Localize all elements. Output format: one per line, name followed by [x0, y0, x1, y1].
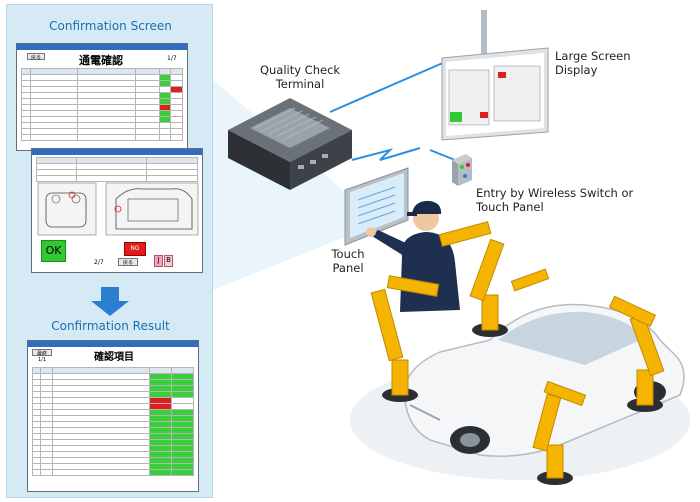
large-display-icon: [441, 10, 549, 141]
ng-button[interactable]: NG: [124, 242, 146, 256]
result-table: [31, 367, 195, 476]
label-line: Touch Panel: [476, 200, 544, 214]
info-table: [36, 157, 198, 182]
wireless-link-switch: [429, 149, 456, 161]
touch-panel-label: Touch Panel: [318, 247, 378, 275]
wireless-switch-icon: [452, 154, 472, 186]
car-drawings: [37, 182, 199, 236]
back-button[interactable]: 戻る: [118, 258, 138, 266]
label-line: Entry by Wireless Switch or: [476, 186, 634, 200]
entry-label: Entry by Wireless Switch or Touch Panel: [476, 186, 633, 214]
terminal-icon: [228, 98, 352, 190]
down-arrow-icon: [91, 287, 129, 316]
large-screen-display-label: Large Screen Display: [555, 49, 631, 77]
page-indicator: 1/7: [167, 55, 177, 62]
page-indicator: 2/7: [94, 259, 104, 266]
result-window: 最終 1/1 確認項目: [27, 340, 199, 492]
window-titlebar: [28, 341, 198, 347]
label-line: Display: [555, 63, 598, 77]
label-line: Panel: [332, 261, 364, 275]
wireless-link-display: [329, 61, 446, 113]
wireless-link-icon: [351, 147, 421, 161]
confirmation-screen-title: Confirmation Screen: [49, 19, 172, 33]
tag-j: J: [154, 255, 163, 267]
back-button[interactable]: 最終 1/1: [32, 349, 52, 363]
label-line: Terminal: [275, 77, 325, 91]
label-line: Quality Check: [259, 63, 341, 77]
result-title: 確認項目: [94, 352, 134, 363]
confirmation-screen-window: 戻る 通電確認 1/7: [16, 43, 188, 151]
label-line: Large Screen: [555, 49, 631, 63]
screen-title: 通電確認: [79, 54, 123, 67]
ok-button[interactable]: OK: [41, 240, 66, 262]
window-titlebar: [32, 149, 202, 155]
confirmation-result-title: Confirmation Result: [51, 319, 170, 333]
label-line: Touch: [331, 247, 365, 261]
back-button[interactable]: 戻る: [27, 53, 45, 61]
diagram-screen-window: OK NG 2/7 戻る J B: [31, 148, 203, 273]
quality-check-terminal-label: Quality Check Terminal: [245, 63, 355, 91]
check-table: [20, 68, 183, 141]
robot-arm-icon: [370, 275, 440, 402]
car-icon: [403, 303, 685, 457]
left-panel: Confirmation Screen 戻る 通電確認 1/7: [6, 4, 213, 498]
robot-arm-icon: [438, 221, 550, 337]
touch-panel-icon: [344, 167, 409, 246]
tag-b: B: [164, 255, 173, 267]
robot-arm-icon: [608, 295, 665, 412]
window-titlebar: [17, 44, 187, 50]
robot-arm-icon: [532, 380, 587, 485]
